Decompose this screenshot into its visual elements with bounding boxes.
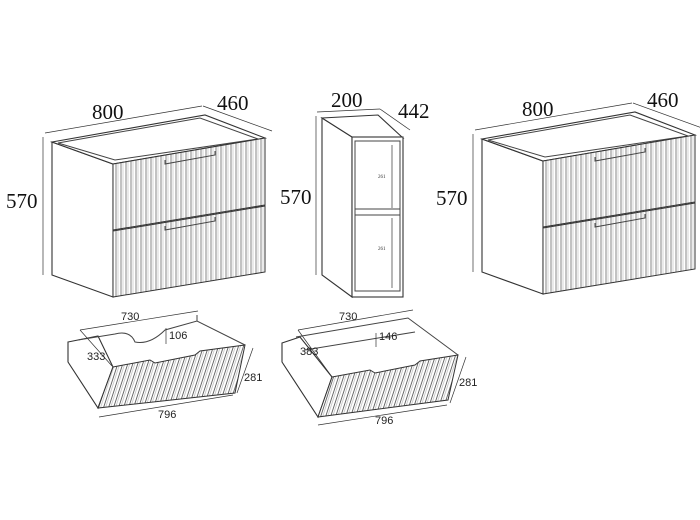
lower-handle-cutout xyxy=(594,214,646,228)
lower-drawer-front xyxy=(112,205,266,298)
drawer-right: 730 146 383 281 796 xyxy=(281,309,477,427)
front-width-dimension-line xyxy=(98,394,234,418)
shelf-upper-label: 261 xyxy=(378,175,386,180)
height-label: 570 xyxy=(6,189,38,213)
cabinet-side-panel xyxy=(51,141,114,298)
cutout-depth-label: 106 xyxy=(169,330,187,342)
inner-width-label: 730 xyxy=(121,311,139,323)
side-depth-label: 333 xyxy=(87,351,105,363)
column-depth-label: 442 xyxy=(398,99,430,123)
width-label: 800 xyxy=(92,100,124,124)
cabinet-side-panel xyxy=(481,138,544,295)
drawer-back-with-cutout xyxy=(77,320,246,346)
shelf-lower-label: 261 xyxy=(378,247,386,252)
drawer-front xyxy=(317,354,459,418)
column-unit: 261 261 200 442 570 xyxy=(280,88,430,299)
column-depth-dimension-line xyxy=(379,108,411,131)
inner-width-dimension-line xyxy=(297,309,414,331)
upper-handle-cutout xyxy=(594,148,646,162)
lower-handle-cutout xyxy=(164,217,216,231)
column-height-label: 570 xyxy=(280,185,312,209)
drawer-left: 730 106 333 281 796 xyxy=(67,310,262,421)
column-shelf xyxy=(354,208,401,216)
front-width-dimension-line xyxy=(317,404,448,426)
front-width-label: 796 xyxy=(158,409,176,421)
width-dimension-line xyxy=(44,105,203,134)
width-dimension-line xyxy=(474,102,633,131)
lower-drawer-front xyxy=(542,202,696,295)
side-depth-label: 383 xyxy=(300,346,318,358)
side-depth-dimension-line xyxy=(79,329,113,367)
upper-drawer-front xyxy=(542,134,696,228)
column-side-panel xyxy=(321,117,353,299)
cabinet-right: 800 460 570 xyxy=(436,88,700,295)
cutout-depth-label: 146 xyxy=(379,331,397,343)
front-height-dimension-line xyxy=(449,356,467,404)
drawer-front xyxy=(97,344,246,409)
drawer-inner-edge xyxy=(304,331,416,351)
upper-drawer-front xyxy=(112,137,266,231)
inner-width-label: 730 xyxy=(339,311,357,323)
drawer-back xyxy=(295,317,459,356)
column-width-dimension-line xyxy=(316,108,381,113)
upper-handle-cutout xyxy=(164,151,216,165)
column-front-frame xyxy=(351,136,404,298)
front-height-label: 281 xyxy=(244,372,262,384)
inner-width-dimension-line xyxy=(79,310,199,331)
depth-label: 460 xyxy=(217,91,249,115)
column-width-label: 200 xyxy=(331,88,363,112)
width-label: 800 xyxy=(522,97,554,121)
front-width-label: 796 xyxy=(375,415,393,427)
column-opening xyxy=(354,140,401,292)
height-label: 570 xyxy=(436,186,468,210)
depth-label: 460 xyxy=(647,88,679,112)
cabinet-left: 800 460 570 xyxy=(6,91,273,298)
depth-dimension-line xyxy=(632,102,700,128)
front-height-dimension-line xyxy=(236,347,254,394)
front-height-label: 281 xyxy=(459,377,477,389)
side-depth-dimension-line xyxy=(297,329,333,378)
depth-dimension-line xyxy=(202,105,273,132)
